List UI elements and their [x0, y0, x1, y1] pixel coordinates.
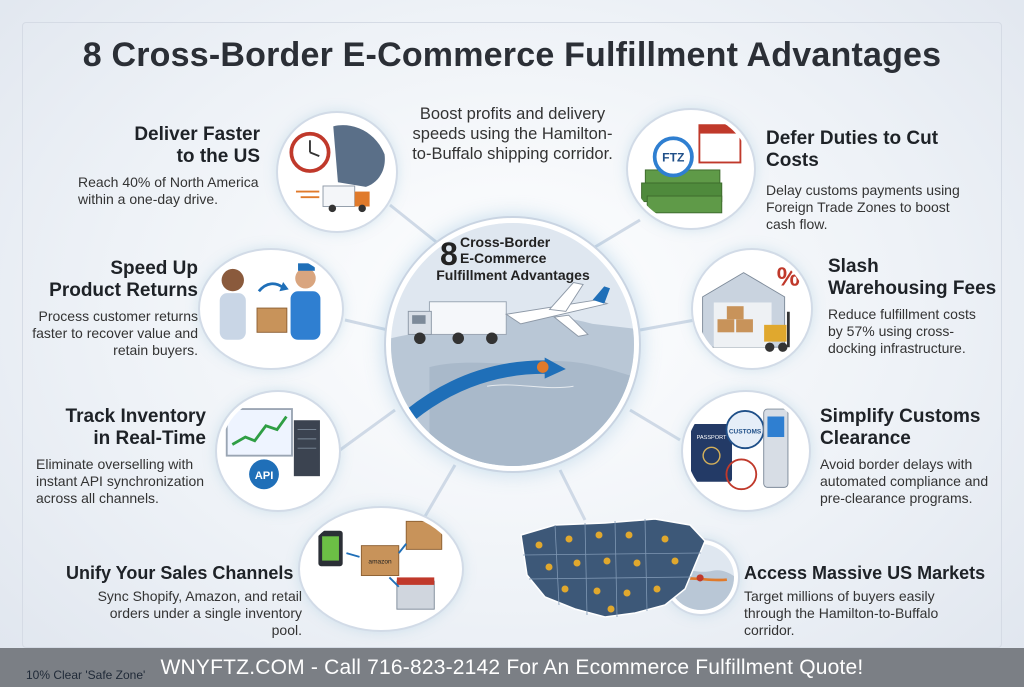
feature-description: Target millions of buyers easily through… — [744, 588, 939, 638]
feature-title-line: Speed Up — [110, 258, 198, 279]
feature-defer-duties: Defer Duties to Cut Costs Delay customs … — [766, 128, 996, 233]
feature-description: Reach 40% of North America within a one-… — [78, 174, 259, 207]
intro-text: Boost profits and delivery speeds using … — [412, 105, 613, 163]
sales-channels-icon: amazon — [300, 508, 462, 630]
feature-title-line: Clearance — [820, 428, 911, 449]
api-label: API — [255, 470, 274, 482]
feature-title-line: Track Inventory — [65, 406, 206, 427]
customs-label: CUSTOMS — [729, 428, 762, 435]
center-title: 8 Cross-Border E-Commerce Fulfillment Ad… — [418, 234, 608, 283]
feature-speed-up-returns: Speed Up Product Returns Process custome… — [28, 258, 198, 359]
amazon-label: amazon — [368, 558, 392, 565]
feature-description: Process customer returns faster to recov… — [32, 308, 198, 358]
feature-title-line: Unify Your Sales Channels — [66, 563, 294, 583]
customs-passport-icon: PASSPORT CUSTOMS — [683, 392, 809, 510]
feature-title-line: Defer Duties to Cut Costs — [766, 128, 939, 171]
inventory-dashboard-icon: API — [217, 392, 339, 510]
feature-unify-sales-channels: Unify Your Sales Channels Sync Shopify, … — [66, 562, 302, 639]
feature-title-line: Deliver Faster — [134, 124, 260, 145]
center-line-3: Fulfillment Advantages — [436, 267, 590, 283]
footer-cta[interactable]: WNYFTZ.COM - Call 716-823-2142 For An Ec… — [160, 656, 864, 679]
feature-description: Sync Shopify, Amazon, and retail orders … — [97, 588, 302, 638]
center-line-1: Cross-Border — [460, 234, 551, 250]
ftz-label: FTZ — [662, 151, 685, 165]
safe-zone-label: 10% Clear 'Safe Zone' — [26, 668, 146, 682]
center-number: 8 — [440, 236, 458, 272]
feature-title-line: Warehousing Fees — [828, 278, 997, 299]
feature-description: Eliminate overselling with instant API s… — [36, 456, 205, 506]
clock-truck-icon — [278, 113, 396, 231]
feature-description: Delay customs payments using Foreign Tra… — [766, 182, 960, 232]
feature-access-us-markets: Access Massive US Markets Target million… — [744, 562, 994, 639]
feature-deliver-faster: Deliver Faster to the US Reach 40% of No… — [60, 124, 260, 208]
returns-handoff-icon — [200, 250, 342, 368]
feature-title-line: Slash — [828, 256, 879, 277]
center-illustration — [386, 218, 639, 471]
page-title: 8 Cross-Border E-Commerce Fulfillment Ad… — [82, 36, 942, 74]
passport-label: PASSPORT — [697, 435, 727, 441]
feature-slash-warehousing: Slash Warehousing Fees Reduce fulfillmen… — [828, 256, 1003, 357]
feature-title-line: Simplify Customs — [820, 406, 981, 427]
center-line-2: E-Commerce — [460, 250, 547, 266]
ftz-money-icon: FTZ — [628, 110, 754, 228]
feature-description: Reduce fulfillment costs by 57% using cr… — [828, 306, 976, 356]
us-market-map — [520, 518, 706, 618]
feature-title-line: to the US — [176, 146, 260, 167]
feature-simplify-customs: Simplify Customs Clearance Avoid border … — [820, 406, 1000, 507]
feature-title-line: in Real-Time — [93, 428, 206, 449]
feature-track-inventory: Track Inventory in Real-Time Eliminate o… — [36, 406, 206, 507]
feature-description: Avoid border delays with automated compl… — [820, 456, 989, 506]
safe-zone-frame — [22, 22, 1002, 648]
feature-title-line: Access Massive US Markets — [744, 563, 986, 583]
feature-title-line: Product Returns — [49, 280, 198, 301]
footer-bar — [0, 648, 1024, 687]
warehouse-forklift-icon: % — [693, 250, 811, 368]
